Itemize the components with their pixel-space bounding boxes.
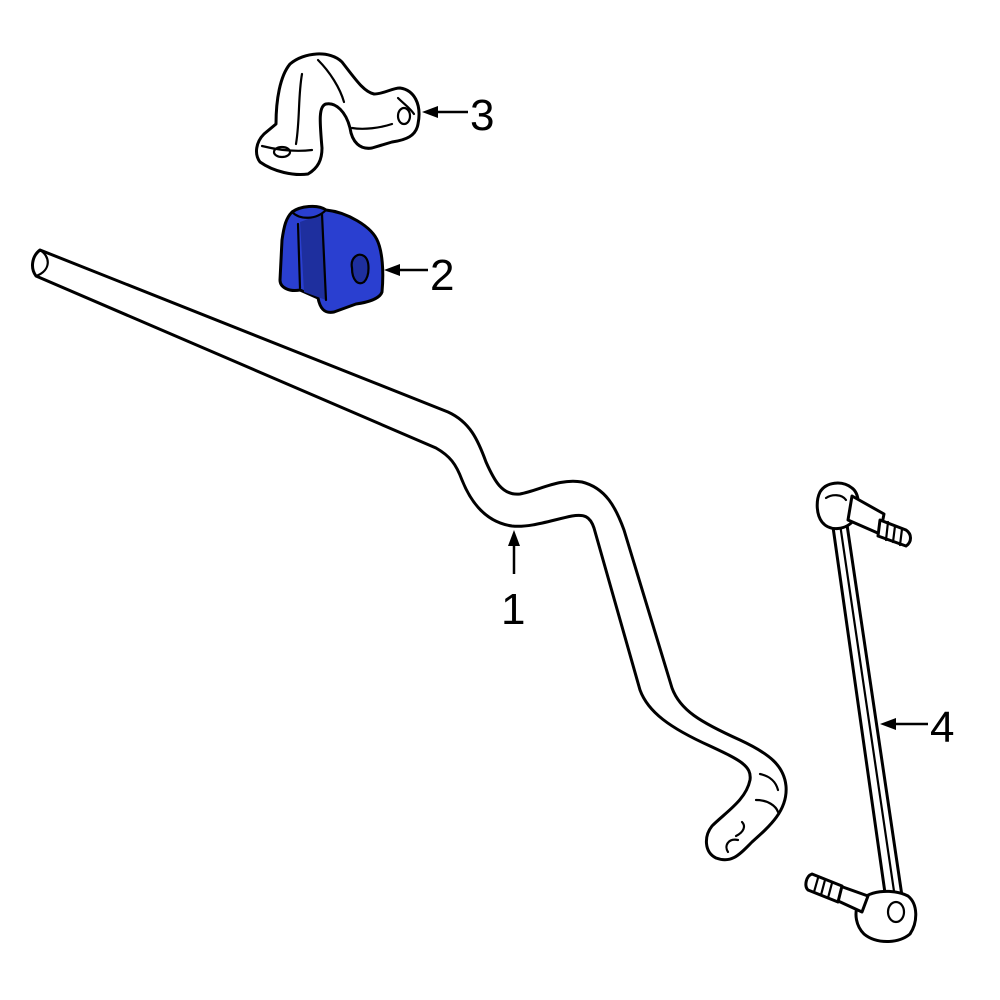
callout-4-label: 4 <box>930 703 954 752</box>
stabilizer-bar[interactable] <box>31 248 788 862</box>
callout-1-label: 1 <box>501 585 525 634</box>
callout-1-leader <box>508 530 520 574</box>
callout-3-leader <box>422 106 468 118</box>
bracket[interactable] <box>255 52 421 176</box>
callout-2-label: 2 <box>430 251 454 300</box>
bushing[interactable] <box>278 204 385 314</box>
callout-3-label: 3 <box>470 91 494 140</box>
callout-4-leader <box>880 718 928 730</box>
callout-2-leader <box>384 264 428 276</box>
stabilizer-link[interactable] <box>804 481 918 943</box>
